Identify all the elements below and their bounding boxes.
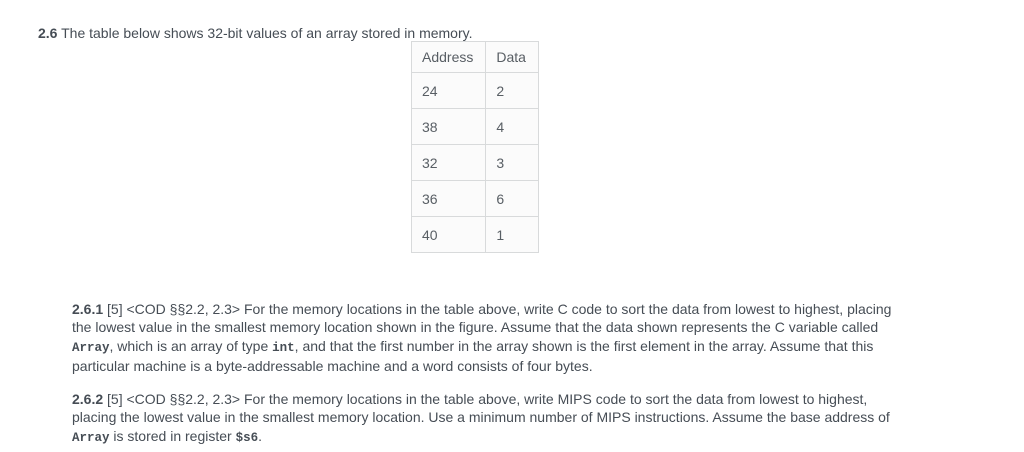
table-cell: 40: [410, 216, 487, 253]
table-cell: 24: [410, 72, 487, 109]
question-text: [5] <COD §§2.2, 2.3> For the memory loca…: [72, 301, 892, 336]
table-cell: 1: [485, 216, 539, 253]
question-text: , which is an array of type: [109, 337, 273, 354]
code-token: Array: [72, 340, 110, 355]
question-number: 2.6.1: [72, 301, 104, 317]
question-2-6-2: 2.6.2 [5] <COD §§2.2, 2.3> For the memor…: [72, 390, 892, 447]
table-cell: 32: [410, 144, 487, 181]
code-token: $s6: [235, 430, 259, 445]
code-token: Array: [72, 430, 110, 445]
memory-table-head: Address Data: [410, 41, 539, 73]
table-cell: 3: [485, 144, 539, 181]
table-cell: 2: [485, 72, 539, 109]
exercise-number: 2.6: [38, 25, 58, 41]
question-text: is stored in register: [109, 427, 236, 444]
question-number: 2.6.2: [72, 391, 104, 407]
exercise-heading: 2.6 The table below shows 32-bit values …: [38, 24, 473, 42]
header-row: Address Data: [410, 41, 539, 73]
table-cell: 36: [410, 180, 487, 217]
column-header-data: Data: [485, 41, 539, 73]
question-text: , and that the first number in the array…: [72, 337, 874, 375]
column-header-address: Address: [410, 41, 487, 73]
table-cell: 6: [485, 180, 539, 217]
question-2-6-1: 2.6.1 [5] <COD §§2.2, 2.3> For the memor…: [72, 300, 892, 376]
exercise-heading-text: The table below shows 32-bit values of a…: [57, 25, 473, 41]
question-text: .: [258, 427, 262, 444]
code-token: int: [272, 340, 295, 355]
table-cell: 4: [485, 108, 539, 145]
question-text: [5] <COD §§2.2, 2.3> For the memory loca…: [72, 391, 890, 426]
table-cell: 38: [410, 108, 487, 145]
